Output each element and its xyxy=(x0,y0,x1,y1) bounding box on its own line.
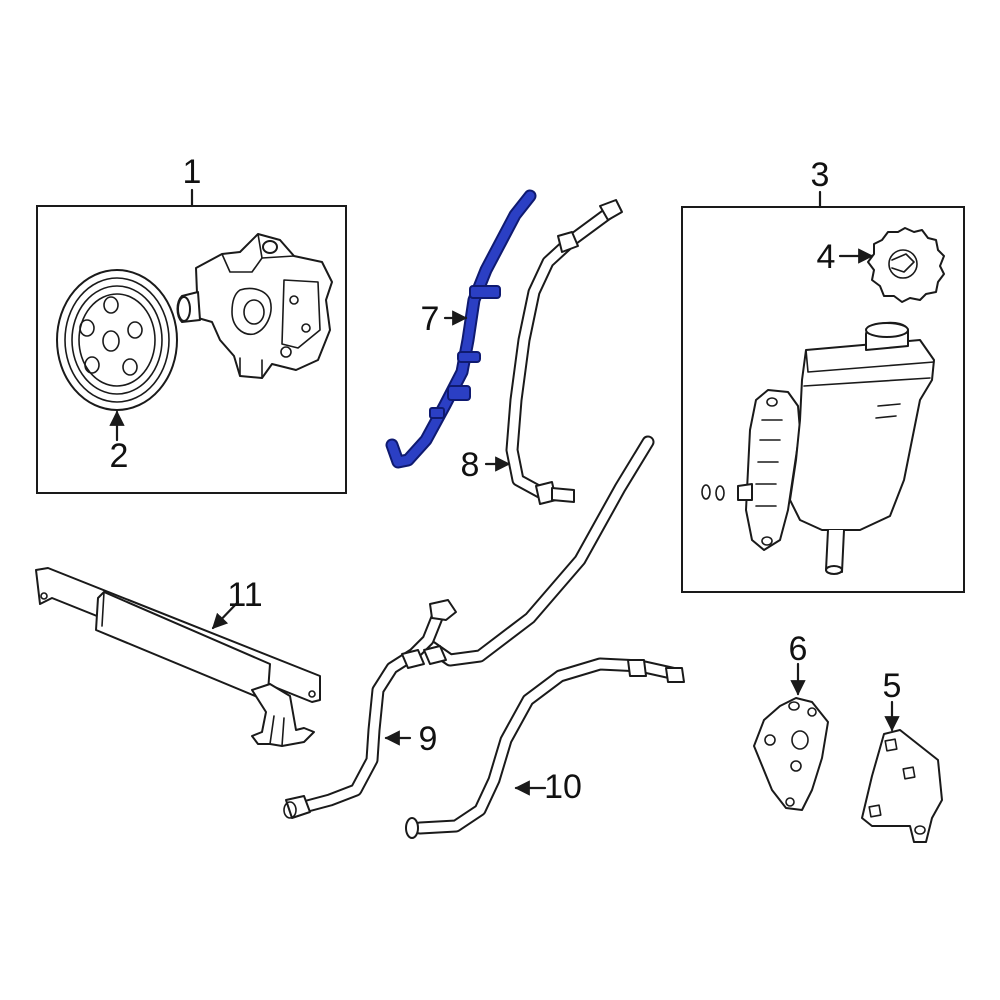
callout-11[interactable]: 11 xyxy=(227,576,262,614)
return-hose-part-8[interactable] xyxy=(505,199,623,505)
callout-2[interactable]: 2 xyxy=(110,437,129,475)
bracket-part-5[interactable] xyxy=(861,729,943,843)
pulley-part-2[interactable] xyxy=(56,269,178,411)
callout-7[interactable]: 7 xyxy=(421,300,440,338)
reservoir-group-frame xyxy=(681,206,965,593)
callout-6[interactable]: 6 xyxy=(789,630,808,668)
pressure-hose-part-7[interactable] xyxy=(385,189,537,469)
callout-3[interactable]: 3 xyxy=(811,156,830,194)
cooler-part-11[interactable] xyxy=(35,567,321,747)
reservoir-body[interactable] xyxy=(701,321,935,575)
callout-10[interactable]: 10 xyxy=(544,768,582,806)
callout-4[interactable]: 4 xyxy=(817,238,836,276)
hose-part-9[interactable] xyxy=(283,435,655,819)
bracket-part-6[interactable] xyxy=(753,697,829,811)
power-steering-pump[interactable] xyxy=(176,233,333,379)
callout-1[interactable]: 1 xyxy=(183,153,202,191)
reservoir-cap-part-4[interactable] xyxy=(867,227,945,303)
callout-9[interactable]: 9 xyxy=(419,720,438,758)
callout-5[interactable]: 5 xyxy=(883,667,902,705)
hose-part-10[interactable] xyxy=(405,657,685,839)
callout-8[interactable]: 8 xyxy=(461,446,480,484)
callout-11-leader xyxy=(211,600,240,630)
